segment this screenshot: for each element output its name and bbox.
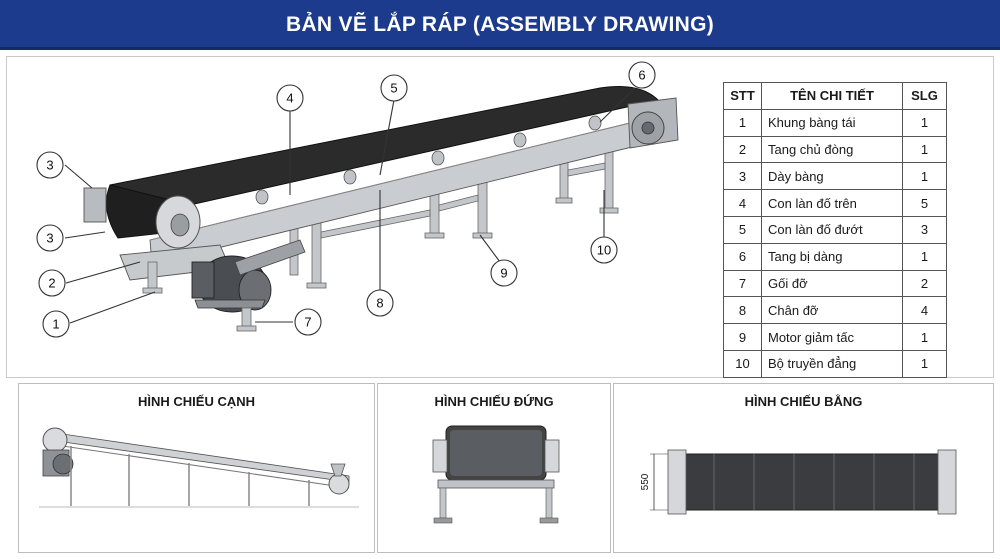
leg-foot <box>306 282 327 289</box>
leg-foot <box>236 325 257 332</box>
column-header-qty: SLG <box>902 82 947 110</box>
leg-brace <box>320 209 431 239</box>
dimension-label: 550 <box>640 473 651 490</box>
page-title: BẢN VẼ LẮP RÁP (ASSEMBLY DRAWING) <box>285 13 714 36</box>
svg-text:2: 2 <box>48 276 55 291</box>
leg <box>147 261 158 291</box>
callout: 1 <box>42 310 70 338</box>
side-view-title: HÌNH CHIẾU CẠNH <box>138 394 255 409</box>
front-view-title: HÌNH CHIẾU ĐỨNG <box>434 394 554 409</box>
svg-text:10: 10 <box>597 243 611 258</box>
main-drawing-frame <box>6 56 994 378</box>
svg-text:3: 3 <box>46 231 53 246</box>
tail-pulley-hub <box>641 121 655 135</box>
roller <box>431 150 445 166</box>
leg-foot <box>555 197 573 204</box>
front-rail-edge <box>149 111 676 241</box>
gear-motor <box>191 239 306 313</box>
callout: 10 <box>590 236 618 264</box>
callout: 9 <box>490 259 518 287</box>
leg <box>241 307 252 329</box>
roller <box>255 189 269 205</box>
leg-brace <box>438 194 479 212</box>
gearbox <box>191 261 215 299</box>
leg-foot <box>142 287 163 294</box>
svg-text:4: 4 <box>286 91 293 106</box>
head-frame-block <box>83 187 107 223</box>
callout: 6 <box>628 61 656 89</box>
callout: 8 <box>366 289 394 317</box>
side-view-panel: HÌNH CHIẾU CẠNH <box>18 383 375 553</box>
svg-text:3: 3 <box>46 158 53 173</box>
roller <box>588 115 602 131</box>
svg-text:8: 8 <box>376 296 383 311</box>
motor-mount <box>194 299 266 309</box>
column-header-stt: STT <box>723 82 762 110</box>
callout: 4 <box>276 84 304 112</box>
carrier-rollers <box>255 115 602 205</box>
svg-text:5: 5 <box>390 81 397 96</box>
front-view-drawing <box>432 425 560 524</box>
callout: 5 <box>380 74 408 102</box>
side-view-drawing <box>39 427 359 508</box>
roller <box>513 132 527 148</box>
leg-brace <box>567 162 606 177</box>
svg-text:7: 7 <box>304 315 311 330</box>
leader-lines <box>64 87 636 324</box>
leg-foot <box>424 232 445 239</box>
drive-belt-guard <box>234 239 306 276</box>
svg-text:6: 6 <box>638 68 645 83</box>
roller <box>343 169 357 185</box>
svg-text:9: 9 <box>500 266 507 281</box>
callout: 3 <box>36 151 64 179</box>
table-header-row: STT TÊN CHI TIẾT SLG <box>723 82 947 110</box>
top-view-drawing: 550 <box>640 449 957 515</box>
leg-foot <box>599 207 619 214</box>
isometric-assembly-drawing: 3 3 2 1 4 5 8 7 9 10 6 <box>36 61 679 338</box>
callout: 2 <box>38 269 66 297</box>
svg-text:1: 1 <box>52 317 59 332</box>
leg <box>604 149 614 211</box>
top-view-title: HÌNH CHIẾU BẰNG <box>744 394 863 409</box>
leg-foot <box>472 232 493 239</box>
callout: 7 <box>294 308 322 336</box>
callout: 3 <box>36 224 64 252</box>
head-pulley-hub <box>170 213 190 237</box>
title-bar <box>0 0 1000 50</box>
front-view-panel: HÌNH CHIẾU ĐỨNG <box>377 383 611 553</box>
top-view-panel: HÌNH CHIẾU BẰNG 550 <box>613 383 994 553</box>
column-header-name: TÊN CHI TIẾT <box>761 82 903 110</box>
